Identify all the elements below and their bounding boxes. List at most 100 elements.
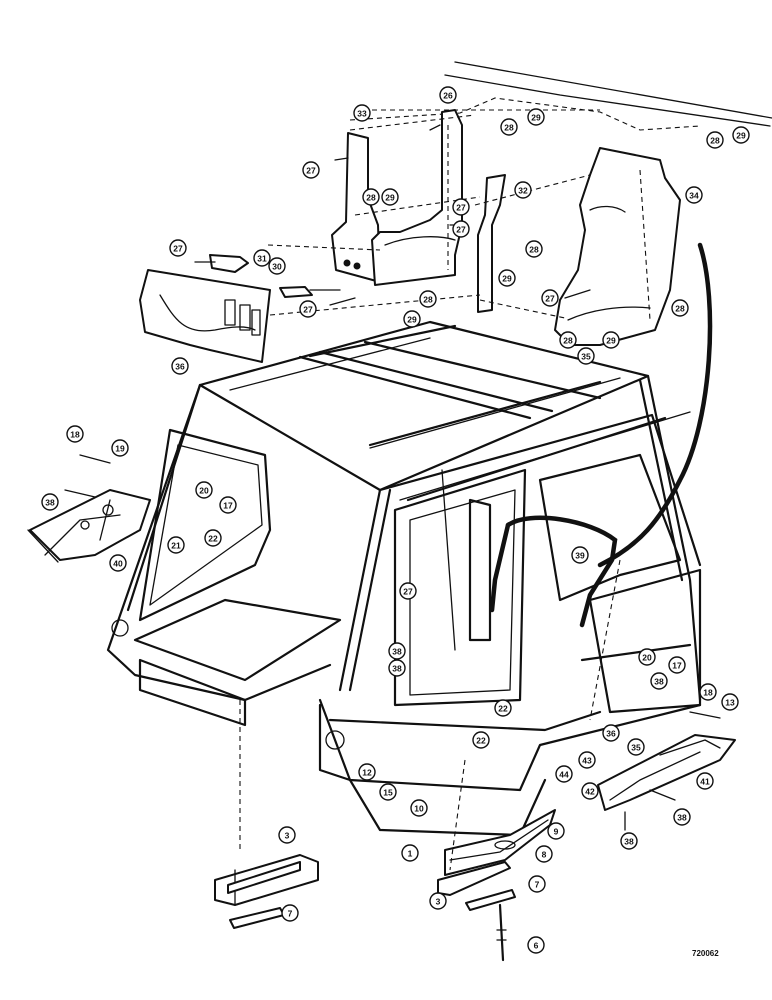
callout-circle (362, 188, 380, 206)
panel-34 (554, 147, 681, 346)
callout-circle (602, 331, 620, 349)
callout-circle (721, 693, 739, 711)
callout-17: 17 (668, 656, 686, 674)
callout-circle (699, 683, 717, 701)
callout-label: 27 (306, 166, 316, 176)
callout-43: 43 (578, 751, 596, 769)
callout-circle (419, 290, 437, 308)
callout-29: 29 (403, 310, 421, 328)
callout-circle (498, 269, 516, 287)
panel-26 (371, 109, 463, 286)
callout-28: 28 (419, 290, 437, 308)
callout-35: 35 (627, 738, 645, 756)
callout-30: 30 (268, 257, 286, 275)
callout-38: 38 (388, 659, 406, 677)
callout-label: 43 (582, 756, 592, 766)
callout-32: 32 (514, 181, 532, 199)
callout-27: 27 (452, 198, 470, 216)
callout-44: 44 (555, 765, 573, 783)
callout-label: 38 (392, 647, 402, 657)
callout-18: 18 (699, 683, 717, 701)
callout-28: 28 (559, 331, 577, 349)
roof-rail (349, 61, 772, 131)
callout-circle (66, 425, 84, 443)
callout-label: 36 (606, 729, 616, 739)
callout-29: 29 (498, 269, 516, 287)
callout-label: 20 (199, 486, 209, 496)
callout-circle (494, 699, 512, 717)
callout-label: 42 (585, 787, 595, 797)
callout-circle (195, 481, 213, 499)
callout-38: 38 (673, 808, 691, 826)
callout-27: 27 (299, 300, 317, 318)
callout-label: 29 (736, 131, 746, 141)
callout-circle (559, 331, 577, 349)
callout-circle (299, 300, 317, 318)
callout-3: 3 (429, 892, 447, 910)
callout-8: 8 (535, 845, 553, 863)
callout-27: 27 (169, 239, 187, 257)
callout-12: 12 (358, 763, 376, 781)
callout-29: 29 (602, 331, 620, 349)
callout-1: 1 (401, 844, 419, 862)
callout-29: 29 (732, 126, 750, 144)
callout-circle (379, 783, 397, 801)
callout-label: 28 (563, 336, 573, 346)
callout-circle (358, 763, 376, 781)
plate-31 (209, 254, 249, 273)
callout-label: 20 (642, 653, 652, 663)
callout-label: 29 (407, 315, 417, 325)
callout-29: 29 (527, 108, 545, 126)
callout-circle (500, 118, 518, 136)
callout-label: 27 (545, 294, 555, 304)
callout-38: 38 (388, 642, 406, 660)
callout-circle (525, 240, 543, 258)
callout-label: 17 (672, 661, 682, 671)
callout-circle (169, 239, 187, 257)
callout-27: 27 (452, 220, 470, 238)
callout-20: 20 (638, 648, 656, 666)
callout-circle (429, 892, 447, 910)
callout-label: 3 (285, 831, 290, 841)
callout-circle (527, 936, 545, 954)
callout-label: 18 (70, 430, 80, 440)
callout-20: 20 (195, 481, 213, 499)
callout-label: 3 (436, 897, 441, 907)
callout-circle (171, 357, 189, 375)
callout-38: 38 (41, 493, 59, 511)
callout-circle (514, 181, 532, 199)
callout-39: 39 (571, 546, 589, 564)
callout-3: 3 (278, 826, 296, 844)
callout-label: 9 (554, 827, 559, 837)
callout-label: 30 (272, 262, 282, 272)
callout-31: 31 (253, 249, 271, 267)
callout-label: 15 (383, 788, 393, 798)
callout-circle (281, 904, 299, 922)
callout-26: 26 (439, 86, 457, 104)
callout-27: 27 (541, 289, 559, 307)
callout-label: 32 (518, 186, 528, 196)
callout-circle (685, 186, 703, 204)
callout-label: 29 (385, 193, 395, 203)
callout-33: 33 (353, 104, 371, 122)
callout-label: 31 (257, 254, 267, 264)
support-right (437, 861, 516, 962)
callout-circle (547, 822, 565, 840)
callout-label: 12 (362, 768, 372, 778)
callout-label: 35 (631, 743, 641, 753)
callout-circle (571, 546, 589, 564)
callout-circle (452, 220, 470, 238)
hose (597, 242, 713, 568)
callout-circle (527, 108, 545, 126)
callout-label: 38 (677, 813, 687, 823)
callout-circle (577, 347, 595, 365)
callout-circle (388, 642, 406, 660)
roof-slats (368, 380, 667, 502)
callout-label: 6 (534, 941, 539, 951)
callout-circle (253, 249, 271, 267)
callout-label: 28 (675, 304, 685, 314)
callout-38: 38 (620, 832, 638, 850)
callout-circle (671, 299, 689, 317)
callout-28: 28 (525, 240, 543, 258)
callout-circle (638, 648, 656, 666)
